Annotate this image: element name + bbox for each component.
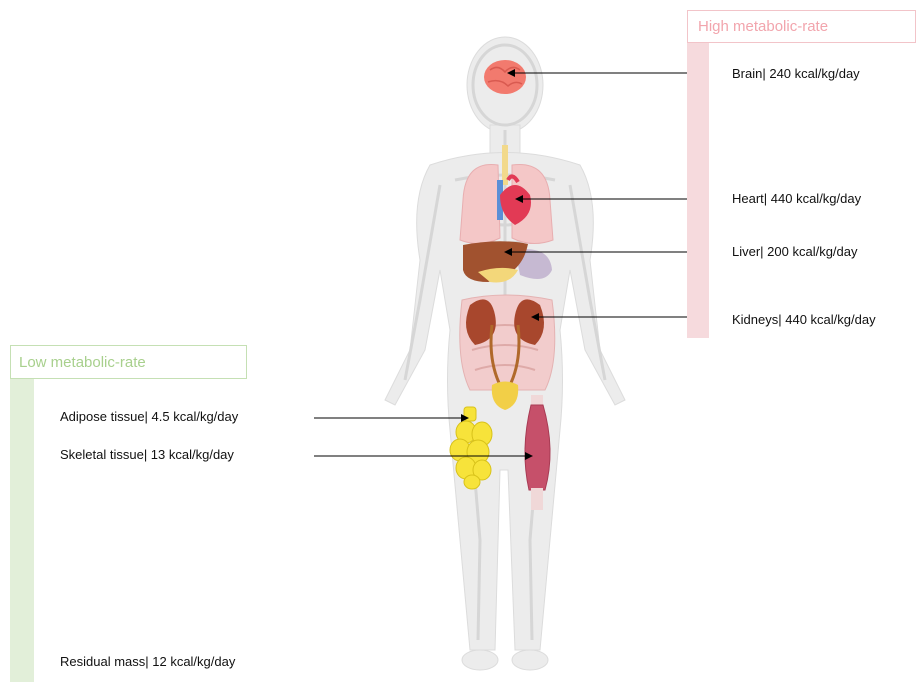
label-skeletal-tissue: Skeletal tissue| 13 kcal/kg/day (60, 447, 234, 462)
label-kidneys: Kidneys| 440 kcal/kg/day (732, 312, 876, 327)
label-liver: Liver| 200 kcal/kg/day (732, 244, 858, 259)
label-adipose-tissue: Adipose tissue| 4.5 kcal/kg/day (60, 409, 238, 424)
label-heart: Heart| 440 kcal/kg/day (732, 191, 861, 206)
brain (484, 60, 526, 94)
label-residual-mass: Residual mass| 12 kcal/kg/day (60, 654, 235, 669)
label-brain: Brain| 240 kcal/kg/day (732, 66, 860, 81)
